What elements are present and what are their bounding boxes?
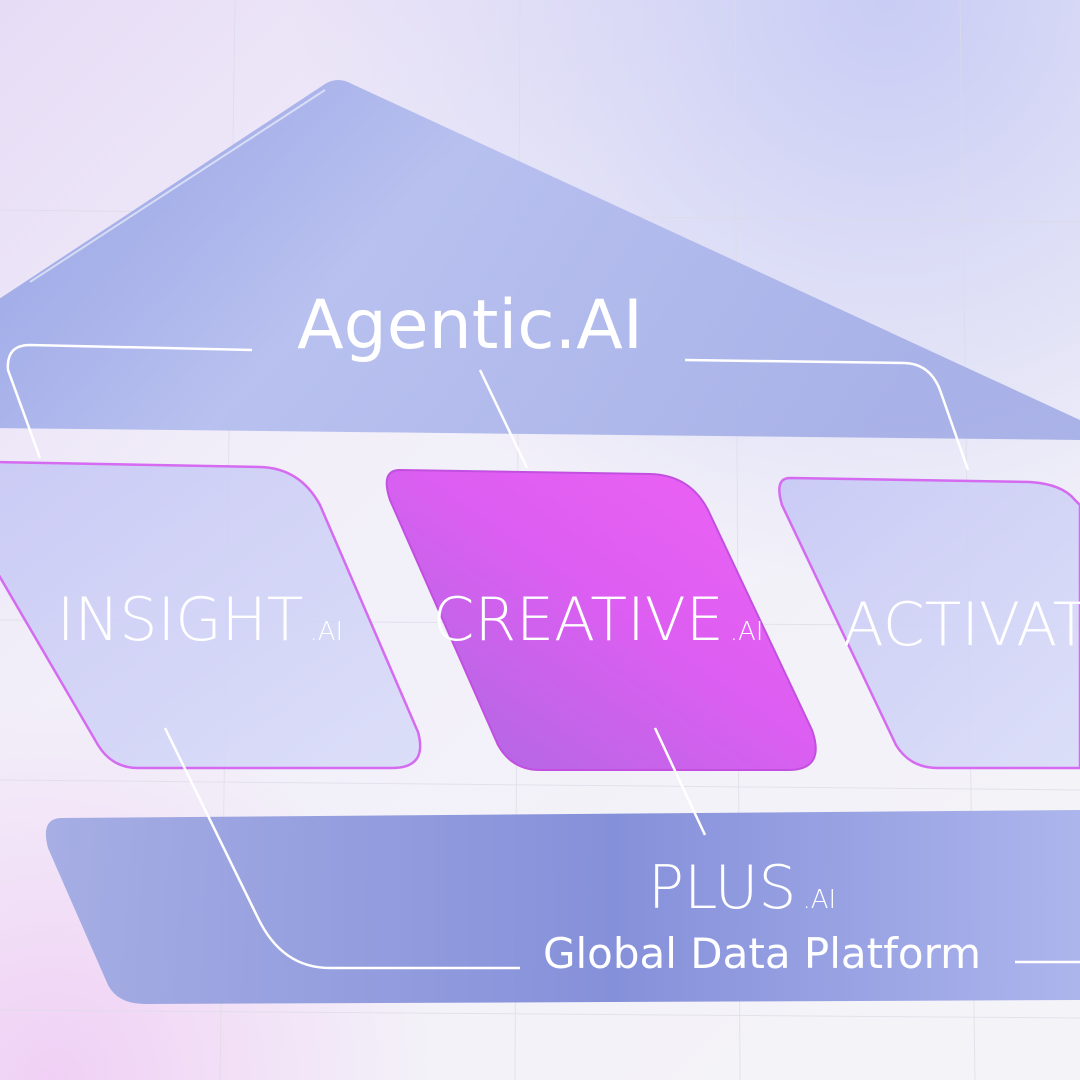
foundation-label: PLUS.AI xyxy=(648,853,836,923)
module-label-insight: INSIGHT.AI xyxy=(57,585,343,655)
module-label-creative: CREATIVE.AI xyxy=(433,585,764,655)
module-card-insight-shape xyxy=(0,460,422,770)
module-card-creative[interactable]: CREATIVE.AI xyxy=(385,468,817,771)
foundation-subtitle: Global Data Platform xyxy=(543,929,981,978)
roof-shape xyxy=(0,80,1080,440)
foundation-connectors xyxy=(163,727,1080,970)
module-card-insight[interactable]: INSIGHT.AI xyxy=(0,460,422,770)
module-card-creative-shape xyxy=(385,468,817,771)
roof-title: Agentic.AI xyxy=(297,286,643,365)
roof-bracket xyxy=(6,343,970,471)
roof-edge-highlight xyxy=(29,89,326,283)
module-card-activate-shape xyxy=(778,476,1080,770)
module-card-activate[interactable]: ACTIVATE xyxy=(778,476,1080,770)
module-label-activate: ACTIVATE xyxy=(843,590,1080,660)
foundation-bar xyxy=(45,810,1080,1004)
